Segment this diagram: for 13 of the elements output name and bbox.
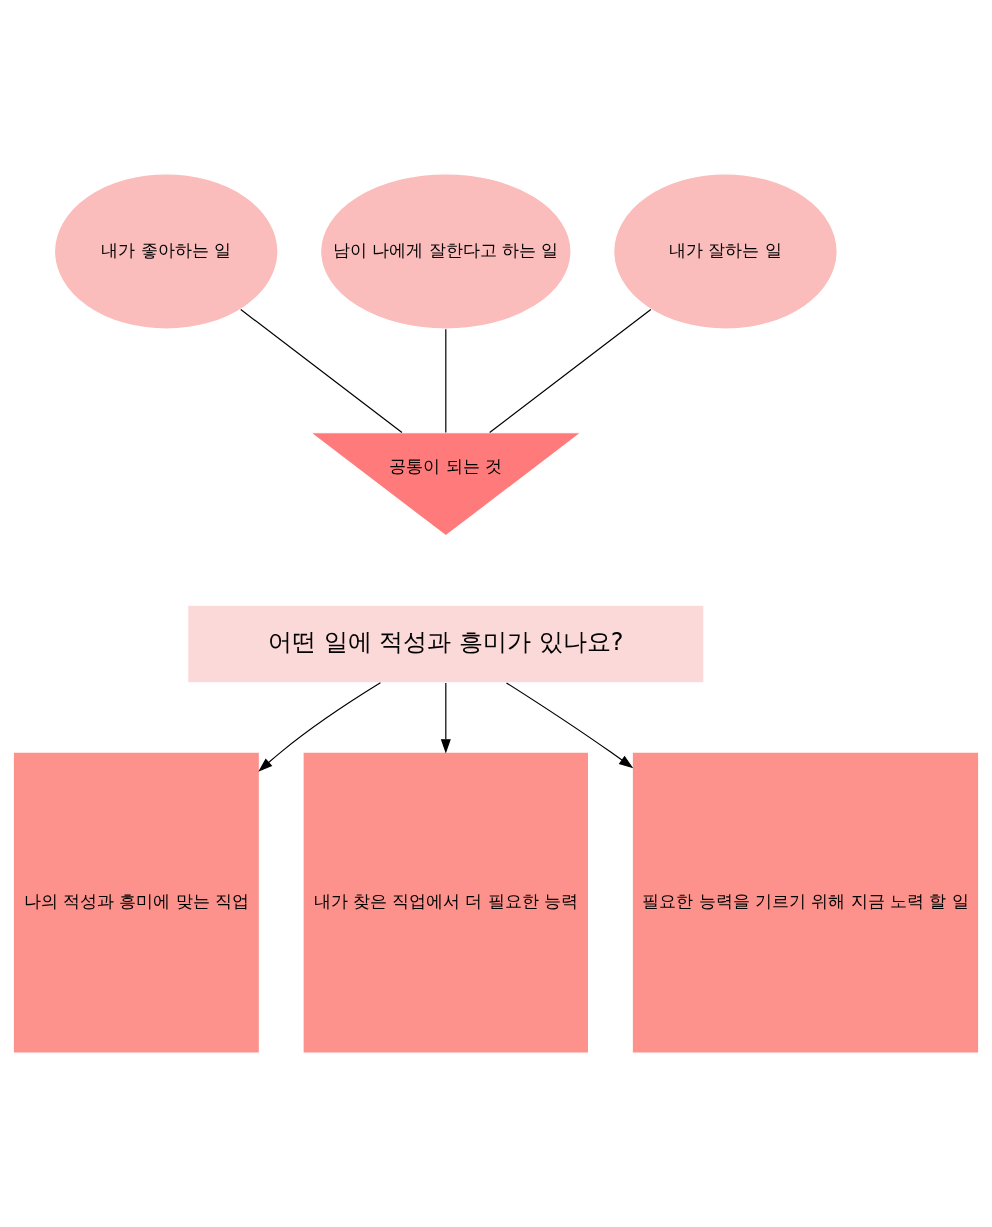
node-box: 필요한 능력을 기르기 위해 지금 노력 할 일 <box>631 751 980 1054</box>
arrow <box>258 682 382 772</box>
connector <box>489 308 652 434</box>
node-ellipse: 내가 잘하는 일 <box>613 173 838 330</box>
connector <box>240 308 403 434</box>
node-ellipse: 남이 나에게 잘한다고 하는 일 <box>320 173 572 330</box>
node-box: 나의 적성과 흥미에 맞는 직업 <box>12 751 260 1054</box>
arrow <box>505 682 634 769</box>
node-box: 내가 찾은 직업에서 더 필요한 능력 <box>302 751 590 1054</box>
node-box: 어떤 일에 적성과 흥미가 있나요? <box>187 604 705 684</box>
connector <box>445 328 447 433</box>
node-ellipse: 내가 좋아하는 일 <box>53 173 279 330</box>
arrow <box>440 682 451 754</box>
